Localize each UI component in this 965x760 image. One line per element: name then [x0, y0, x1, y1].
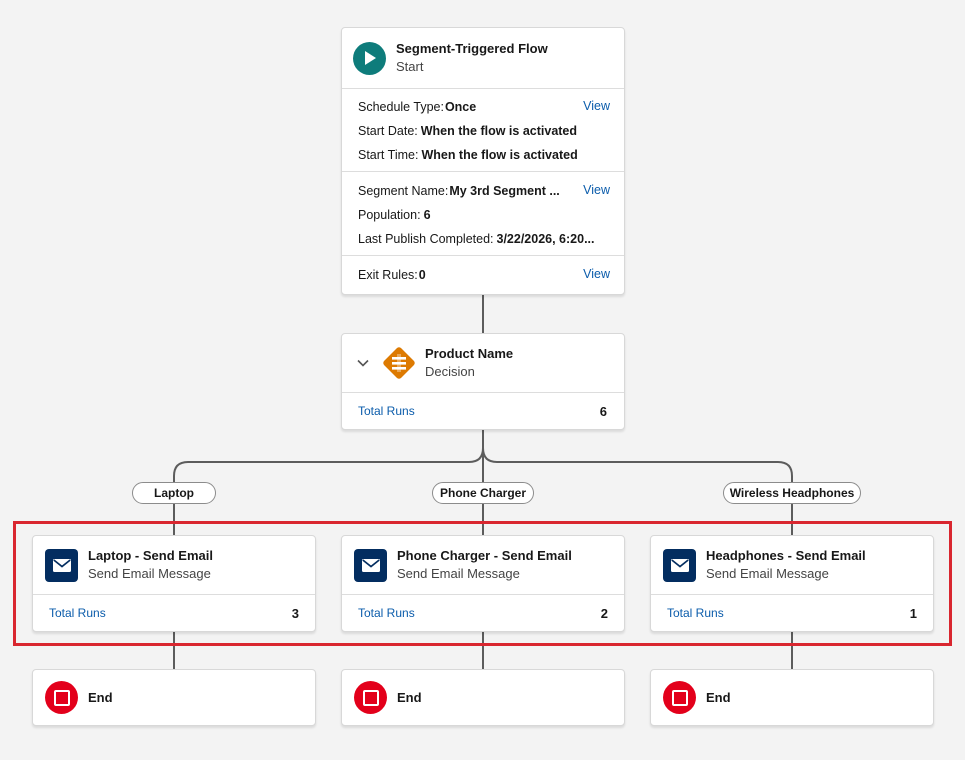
start-title: Segment-Triggered Flow [396, 41, 548, 56]
email-title: Headphones - Send Email [706, 548, 866, 563]
email-subtitle: Send Email Message [706, 566, 829, 581]
population-row: Population: 6 [358, 207, 608, 231]
decision-node[interactable]: Product Name Decision Total Runs 6 [341, 333, 625, 430]
last-publish-row: Last Publish Completed: 3/22/2026, 6:20.… [358, 231, 608, 255]
population-value: 6 [423, 208, 431, 222]
branch-pill-laptop[interactable]: Laptop [132, 482, 216, 504]
schedule-type-label: Schedule Type: [358, 100, 444, 114]
branch-pill-wireless-headphones[interactable]: Wireless Headphones [723, 482, 861, 504]
segment-name-value: My 3rd Segment ... [449, 184, 560, 198]
segment-section: Segment Name: My 3rd Segment ... Populat… [342, 171, 624, 255]
exit-rules-label: Exit Rules: [358, 268, 418, 282]
segment-view-link[interactable]: View [583, 183, 610, 197]
email-total-runs-count: 3 [291, 605, 299, 621]
decision-title: Product Name [425, 346, 514, 361]
connector-branch-right [482, 447, 793, 483]
end-label: End [706, 689, 731, 705]
email-icon [354, 548, 387, 582]
last-publish-value: 3/22/2026, 6:20... [496, 232, 595, 246]
email-subtitle: Send Email Message [88, 566, 211, 581]
decision-total-runs-link[interactable]: Total Runs [358, 404, 415, 418]
start-date-row: Start Date: When the flow is activated [358, 123, 608, 147]
email-total-runs-link[interactable]: Total Runs [667, 606, 724, 620]
decision-icon [379, 343, 419, 383]
email-icon [45, 548, 78, 582]
stop-icon [45, 681, 78, 714]
email-title: Laptop - Send Email [88, 548, 213, 563]
email-node-phone-charger[interactable]: Phone Charger - Send Email Send Email Me… [341, 535, 625, 632]
end-node-phone-charger[interactable]: End [341, 669, 625, 726]
stop-icon [663, 681, 696, 714]
end-node-laptop[interactable]: End [32, 669, 316, 726]
start-date-label: Start Date: [358, 124, 418, 138]
start-node[interactable]: Segment-Triggered Flow Start Schedule Ty… [341, 27, 625, 295]
schedule-section: Schedule Type: Once Start Date: When the… [342, 88, 624, 171]
email-footer: Total Runs 3 [33, 594, 315, 631]
chevron-down-icon[interactable] [356, 356, 370, 370]
email-total-runs-count: 2 [600, 605, 608, 621]
population-label: Population: [358, 208, 421, 222]
schedule-type-value: Once [444, 100, 477, 114]
play-icon [353, 41, 386, 75]
email-total-runs-link[interactable]: Total Runs [358, 606, 415, 620]
email-subtitle: Send Email Message [397, 566, 520, 581]
email-icon [663, 548, 696, 582]
email-title: Phone Charger - Send Email [397, 548, 572, 563]
last-publish-label: Last Publish Completed: [358, 232, 494, 246]
start-time-label: Start Time: [358, 148, 419, 162]
decision-total-runs-count: 6 [599, 403, 607, 419]
schedule-type-row: Schedule Type: Once [358, 99, 608, 123]
start-subtitle: Start [396, 59, 424, 74]
end-node-headphones[interactable]: End [650, 669, 934, 726]
email-footer: Total Runs 2 [342, 594, 624, 631]
end-label: End [88, 689, 113, 705]
decision-footer: Total Runs 6 [342, 392, 624, 429]
schedule-view-link[interactable]: View [583, 99, 610, 113]
start-time-row: Start Time: When the flow is activated [358, 147, 608, 171]
start-time-value: When the flow is activated [421, 148, 578, 162]
email-footer: Total Runs 1 [651, 594, 933, 631]
selection-highlight [13, 521, 952, 646]
email-total-runs-link[interactable]: Total Runs [49, 606, 106, 620]
exit-rules-value: 0 [418, 268, 426, 282]
stop-icon [354, 681, 387, 714]
exit-rules-row: Exit Rules: 0 [358, 267, 608, 283]
start-date-value: When the flow is activated [420, 124, 578, 138]
email-total-runs-count: 1 [909, 605, 917, 621]
segment-name-row: Segment Name: My 3rd Segment ... [358, 183, 608, 207]
branch-pill-phone-charger[interactable]: Phone Charger [432, 482, 534, 504]
exit-rules-view-link[interactable]: View [583, 267, 610, 281]
decision-subtitle: Decision [425, 364, 475, 379]
exit-rules-section: Exit Rules: 0 View [342, 255, 624, 295]
end-label: End [397, 689, 422, 705]
email-node-laptop[interactable]: Laptop - Send Email Send Email Message T… [32, 535, 316, 632]
email-node-headphones[interactable]: Headphones - Send Email Send Email Messa… [650, 535, 934, 632]
connector-branch-left [173, 447, 484, 483]
segment-name-label: Segment Name: [358, 184, 449, 198]
